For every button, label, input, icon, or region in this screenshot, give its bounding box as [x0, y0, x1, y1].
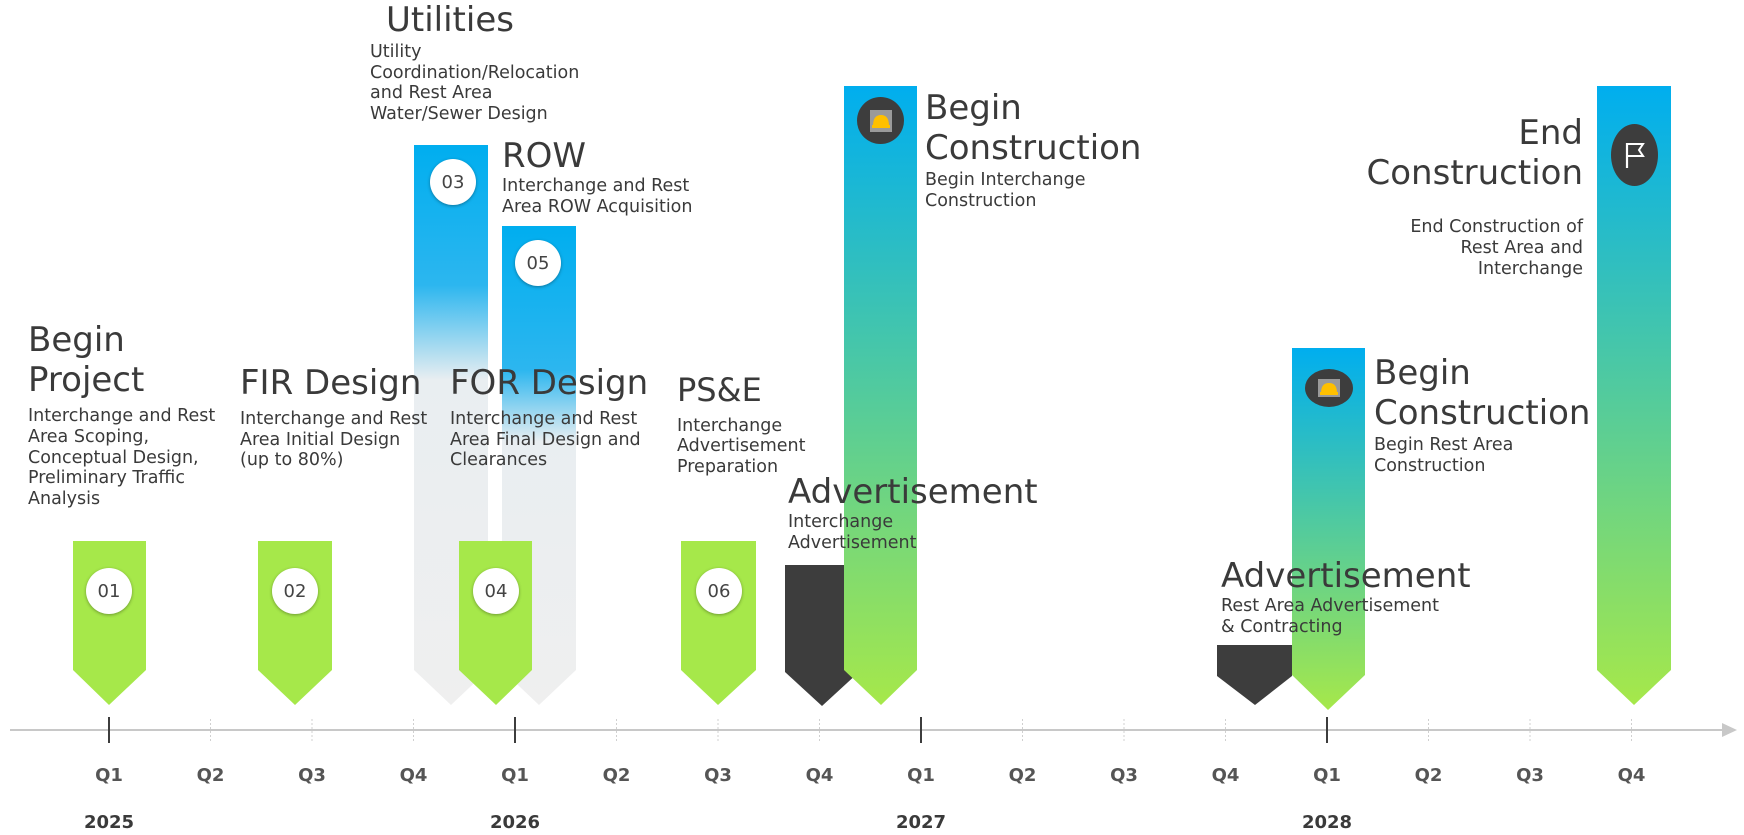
milestone-04-badge: 04	[473, 568, 519, 614]
milestone-title: Advertisement	[788, 472, 1038, 512]
quarter-label: Q2	[1008, 765, 1037, 786]
milestone-title: End Construction	[1366, 113, 1583, 194]
milestone-description: Begin Interchange Construction	[925, 170, 1086, 211]
milestone-title: Begin Construction	[1374, 353, 1591, 434]
milestone-description: Interchange and Rest Area Initial Design…	[240, 409, 428, 471]
advertisement-rest-area-label: Advertisement Rest Area Advertisement & …	[1221, 556, 1471, 637]
year-label: 2027	[895, 812, 947, 833]
utilities-label: Utilities Utility Coordination/Relocatio…	[370, 0, 579, 125]
quarter-label: Q1	[501, 765, 529, 786]
milestone-05-badge: 05	[515, 240, 561, 286]
quarter-label: Q3	[1516, 765, 1544, 786]
milestone-description: Rest Area Advertisement & Contracting	[1221, 596, 1439, 637]
milestone-03-badge: 03	[430, 159, 476, 205]
quarter-label: Q3	[1110, 765, 1138, 786]
milestone-description: Interchange Advertisement	[788, 512, 917, 553]
quarter-label: Q1	[907, 765, 935, 786]
milestone-title: Utilities	[386, 0, 514, 40]
milestone-title: Begin Construction	[925, 88, 1142, 169]
quarter-label: Q2	[196, 765, 225, 786]
end-construction-label: End Construction End Construction of Res…	[1367, 113, 1583, 279]
quarter-label: Q2	[602, 765, 631, 786]
milestone-title: ROW	[502, 136, 587, 176]
milestone-title: FIR Design	[240, 363, 422, 403]
milestone-02-badge: 02	[272, 568, 318, 614]
quarter-label: Q3	[298, 765, 326, 786]
advertisement-interchange-bar	[785, 565, 859, 706]
for-design-label: FOR Design Interchange and Rest Area Fin…	[450, 363, 648, 471]
milestone-description: End Construction of Rest Area and Interc…	[1410, 217, 1583, 279]
milestone-title: PS&E	[677, 371, 762, 409]
fir-design-label: FIR Design Interchange and Rest Area Ini…	[240, 363, 427, 471]
milestone-title: FOR Design	[450, 363, 649, 403]
milestone-description: Begin Rest Area Construction	[1374, 435, 1514, 476]
milestone-description: Interchange and Rest Area Final Design a…	[450, 409, 641, 471]
milestone-06-badge: 06	[696, 568, 742, 614]
milestone-title: Advertisement	[1221, 556, 1471, 596]
milestone-description: Interchange and Rest Area Scoping, Conce…	[28, 406, 216, 509]
pse-label: PS&E Interchange Advertisement Preparati…	[677, 371, 806, 478]
milestone-description: Utility Coordination/Relocation and Rest…	[370, 42, 580, 125]
year-label: 2025	[83, 812, 135, 833]
milestone-title: Begin Project	[28, 320, 145, 401]
advertisement-rest-area-bar	[1217, 645, 1292, 705]
quarter-label: Q4	[399, 765, 428, 786]
milestone-01-badge: 01	[86, 568, 132, 614]
begin-construction-interchange-bar	[844, 86, 917, 705]
milestone-description: Interchange and Rest Area ROW Acquisitio…	[502, 176, 693, 217]
axis-arrowhead	[1722, 723, 1737, 737]
year-label: 2028	[1301, 812, 1353, 833]
quarter-label: Q4	[805, 765, 834, 786]
quarter-label: Q4	[1211, 765, 1240, 786]
quarter-label: Q1	[95, 765, 123, 786]
quarter-label: Q3	[704, 765, 732, 786]
end-construction-bar	[1597, 86, 1671, 705]
begin-construction-rest-area-bar	[1292, 348, 1365, 710]
hard-hat-icon	[857, 97, 904, 144]
quarter-label: Q4	[1617, 765, 1646, 786]
begin-project-label: Begin Project Interchange and Rest Area …	[28, 320, 215, 509]
begin-construction-rest-area-label: Begin Construction Begin Rest Area Const…	[1374, 353, 1590, 477]
hard-hat-icon	[1305, 369, 1353, 407]
begin-construction-interchange-label: Begin Construction Begin Interchange Con…	[925, 88, 1141, 212]
quarter-label: Q1	[1313, 765, 1341, 786]
quarter-label: Q2	[1414, 765, 1443, 786]
year-label: 2026	[489, 812, 541, 833]
milestone-description: Interchange Advertisement Preparation	[677, 415, 806, 478]
flag-icon	[1611, 124, 1658, 186]
advertisement-interchange-label: Advertisement Interchange Advertisement	[788, 472, 1038, 553]
row-label: ROW Interchange and Rest Area ROW Acquis…	[502, 136, 692, 217]
